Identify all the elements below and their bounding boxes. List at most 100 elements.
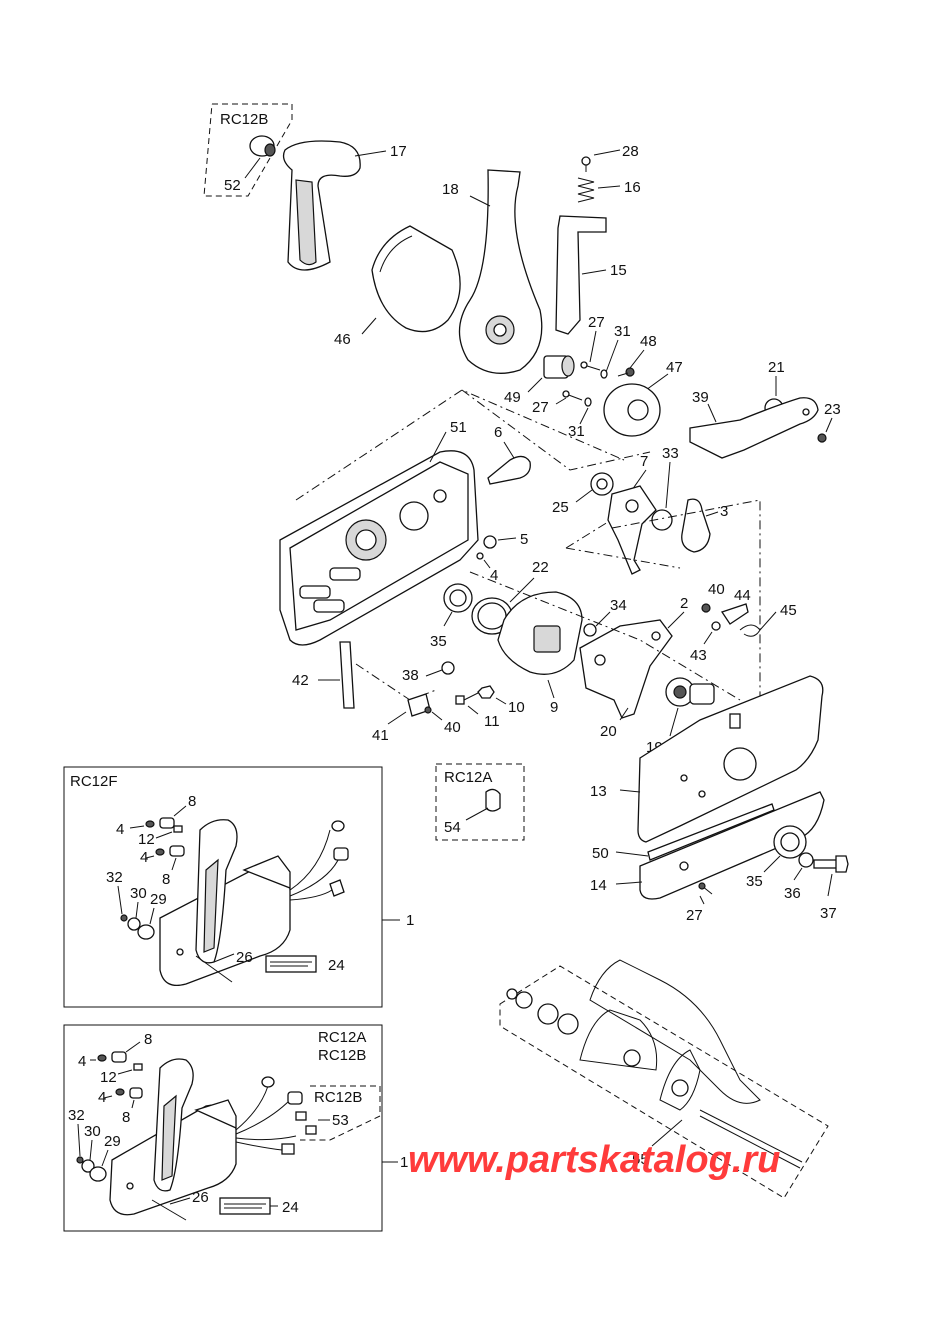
part-11-bolt[interactable] (455, 691, 481, 705)
rc12b-top-group: RC12B 52 (203, 103, 293, 197)
rc12f-kit-box: RC12F 8 4 12 4 8 32 (63, 766, 383, 1008)
part-5-clip[interactable] (483, 535, 497, 549)
part-32-nut-a[interactable] (76, 1156, 84, 1164)
part-19-bushing[interactable] (665, 677, 715, 707)
part-52-plug[interactable] (249, 135, 276, 157)
watermark-text: www.partskatalog.ru (408, 1139, 780, 1181)
callout-40a: 40 (708, 581, 725, 598)
callout-f24: 24 (328, 957, 345, 974)
part-45-spring[interactable] (739, 611, 777, 637)
callout-35b: 35 (746, 873, 763, 890)
part-54-clip[interactable] (485, 788, 501, 812)
part-31-washer-b[interactable] (584, 397, 592, 407)
rc12f-wire-harness (289, 820, 349, 901)
part-39-lever[interactable] (689, 397, 819, 459)
callout-16: 16 (624, 179, 641, 196)
part-9-gear-plate[interactable] (497, 591, 583, 675)
part-25-bushing[interactable] (590, 472, 614, 496)
part-34-bushing[interactable] (583, 623, 597, 637)
callout-f26: 26 (236, 949, 253, 966)
part-51-housing[interactable] (279, 450, 479, 646)
callout-45: 45 (780, 602, 797, 619)
part-37-bolt[interactable] (813, 855, 849, 873)
callout-f8b: 8 (162, 871, 170, 888)
part-29-bushing-a[interactable] (89, 1166, 107, 1182)
part-8-nut-f-a[interactable] (159, 817, 175, 829)
part-24-label-a[interactable] (219, 1197, 271, 1215)
part-55-through-bolt-assembly[interactable] (499, 959, 829, 1199)
callout-a8b: 8 (122, 1109, 130, 1126)
part-8-nut-a-a[interactable] (111, 1051, 127, 1063)
part-4-washer-a-a[interactable] (97, 1054, 107, 1062)
part-18-control-arm[interactable] (458, 169, 543, 374)
part-35-bushing-b[interactable] (773, 825, 807, 859)
part-46-cover[interactable] (371, 225, 461, 333)
part-27-screw-c[interactable] (698, 882, 713, 895)
part-28-screw[interactable] (581, 156, 591, 172)
part-27-screw-b[interactable] (562, 390, 583, 401)
part-4-washer-main[interactable] (476, 552, 484, 560)
part-4-washer-f-a[interactable] (145, 820, 155, 828)
part-42-seal-strip[interactable] (339, 641, 355, 709)
callout-f12: 12 (138, 831, 155, 848)
part-50-strip[interactable] (647, 803, 775, 861)
part-38-plug[interactable] (441, 661, 455, 675)
part-4-washer-a-b[interactable] (115, 1088, 125, 1096)
callout-21: 21 (768, 359, 785, 376)
callout-11: 11 (484, 713, 500, 730)
callout-f30: 30 (130, 885, 147, 902)
callout-2: 2 (680, 595, 688, 612)
callout-36: 36 (784, 885, 801, 902)
part-43-pin[interactable] (711, 621, 721, 631)
part-27-screw-a[interactable] (580, 361, 601, 371)
variant-label-rc12a-box: RC12A (318, 1029, 366, 1046)
callout-31a: 31 (614, 323, 631, 340)
part-4-washer-f-b[interactable] (155, 848, 165, 856)
part-15-lever-plate[interactable] (555, 215, 607, 335)
callout-52: 52 (224, 177, 241, 194)
rc12f-remote-control-unit[interactable] (159, 819, 291, 987)
callout-f32: 32 (106, 869, 123, 886)
callout-7: 7 (640, 453, 648, 470)
callout-22: 22 (532, 559, 549, 576)
part-36-washer[interactable] (798, 852, 814, 868)
part-3-cam[interactable] (681, 498, 711, 553)
rc12ab-remote-control-unit[interactable] (109, 1058, 237, 1216)
part-30-washer-a[interactable] (81, 1159, 95, 1173)
part-47-cam-disc[interactable] (603, 383, 661, 437)
part-26-screw-f[interactable] (195, 955, 233, 983)
callout-10: 10 (508, 699, 525, 716)
callout-6: 6 (494, 424, 502, 441)
part-31-washer-a[interactable] (600, 369, 608, 379)
part-16-spring[interactable] (577, 177, 595, 203)
callout-3: 3 (720, 503, 728, 520)
callout-48: 48 (640, 333, 657, 350)
part-6-pin[interactable] (487, 455, 531, 485)
part-48-screw[interactable] (617, 367, 635, 377)
part-12-spacer-f[interactable] (173, 825, 183, 833)
part-10-nut[interactable] (477, 685, 495, 699)
part-8-nut-a-b[interactable] (129, 1087, 143, 1099)
part-29-bushing-f[interactable] (137, 924, 155, 940)
callout-13: 13 (590, 783, 607, 800)
part-2-link-plate[interactable] (579, 619, 673, 719)
part-49-bushing[interactable] (543, 355, 575, 379)
part-30-washer-f[interactable] (127, 917, 141, 931)
part-26-screw-a[interactable] (151, 1199, 187, 1221)
callout-50: 50 (592, 845, 609, 862)
part-53-connector[interactable] (295, 1111, 317, 1135)
part-32-nut-f[interactable] (120, 914, 128, 922)
part-44-bracket[interactable] (720, 603, 749, 625)
callout-37: 37 (820, 905, 837, 922)
part-40-screw-a[interactable] (701, 603, 711, 613)
part-8-nut-f-b[interactable] (169, 845, 185, 857)
part-23-screw[interactable] (817, 433, 827, 443)
part-13-cover-plate[interactable] (637, 675, 824, 843)
part-12-spacer-a[interactable] (133, 1063, 143, 1071)
callout-54: 54 (444, 819, 461, 836)
part-24-label-f[interactable] (265, 955, 317, 973)
part-17-handle-grip[interactable] (282, 140, 361, 271)
part-35-bushing-a[interactable] (443, 583, 473, 613)
part-40-screw-b[interactable] (424, 706, 432, 714)
part-7-cam-plate[interactable] (607, 485, 657, 575)
